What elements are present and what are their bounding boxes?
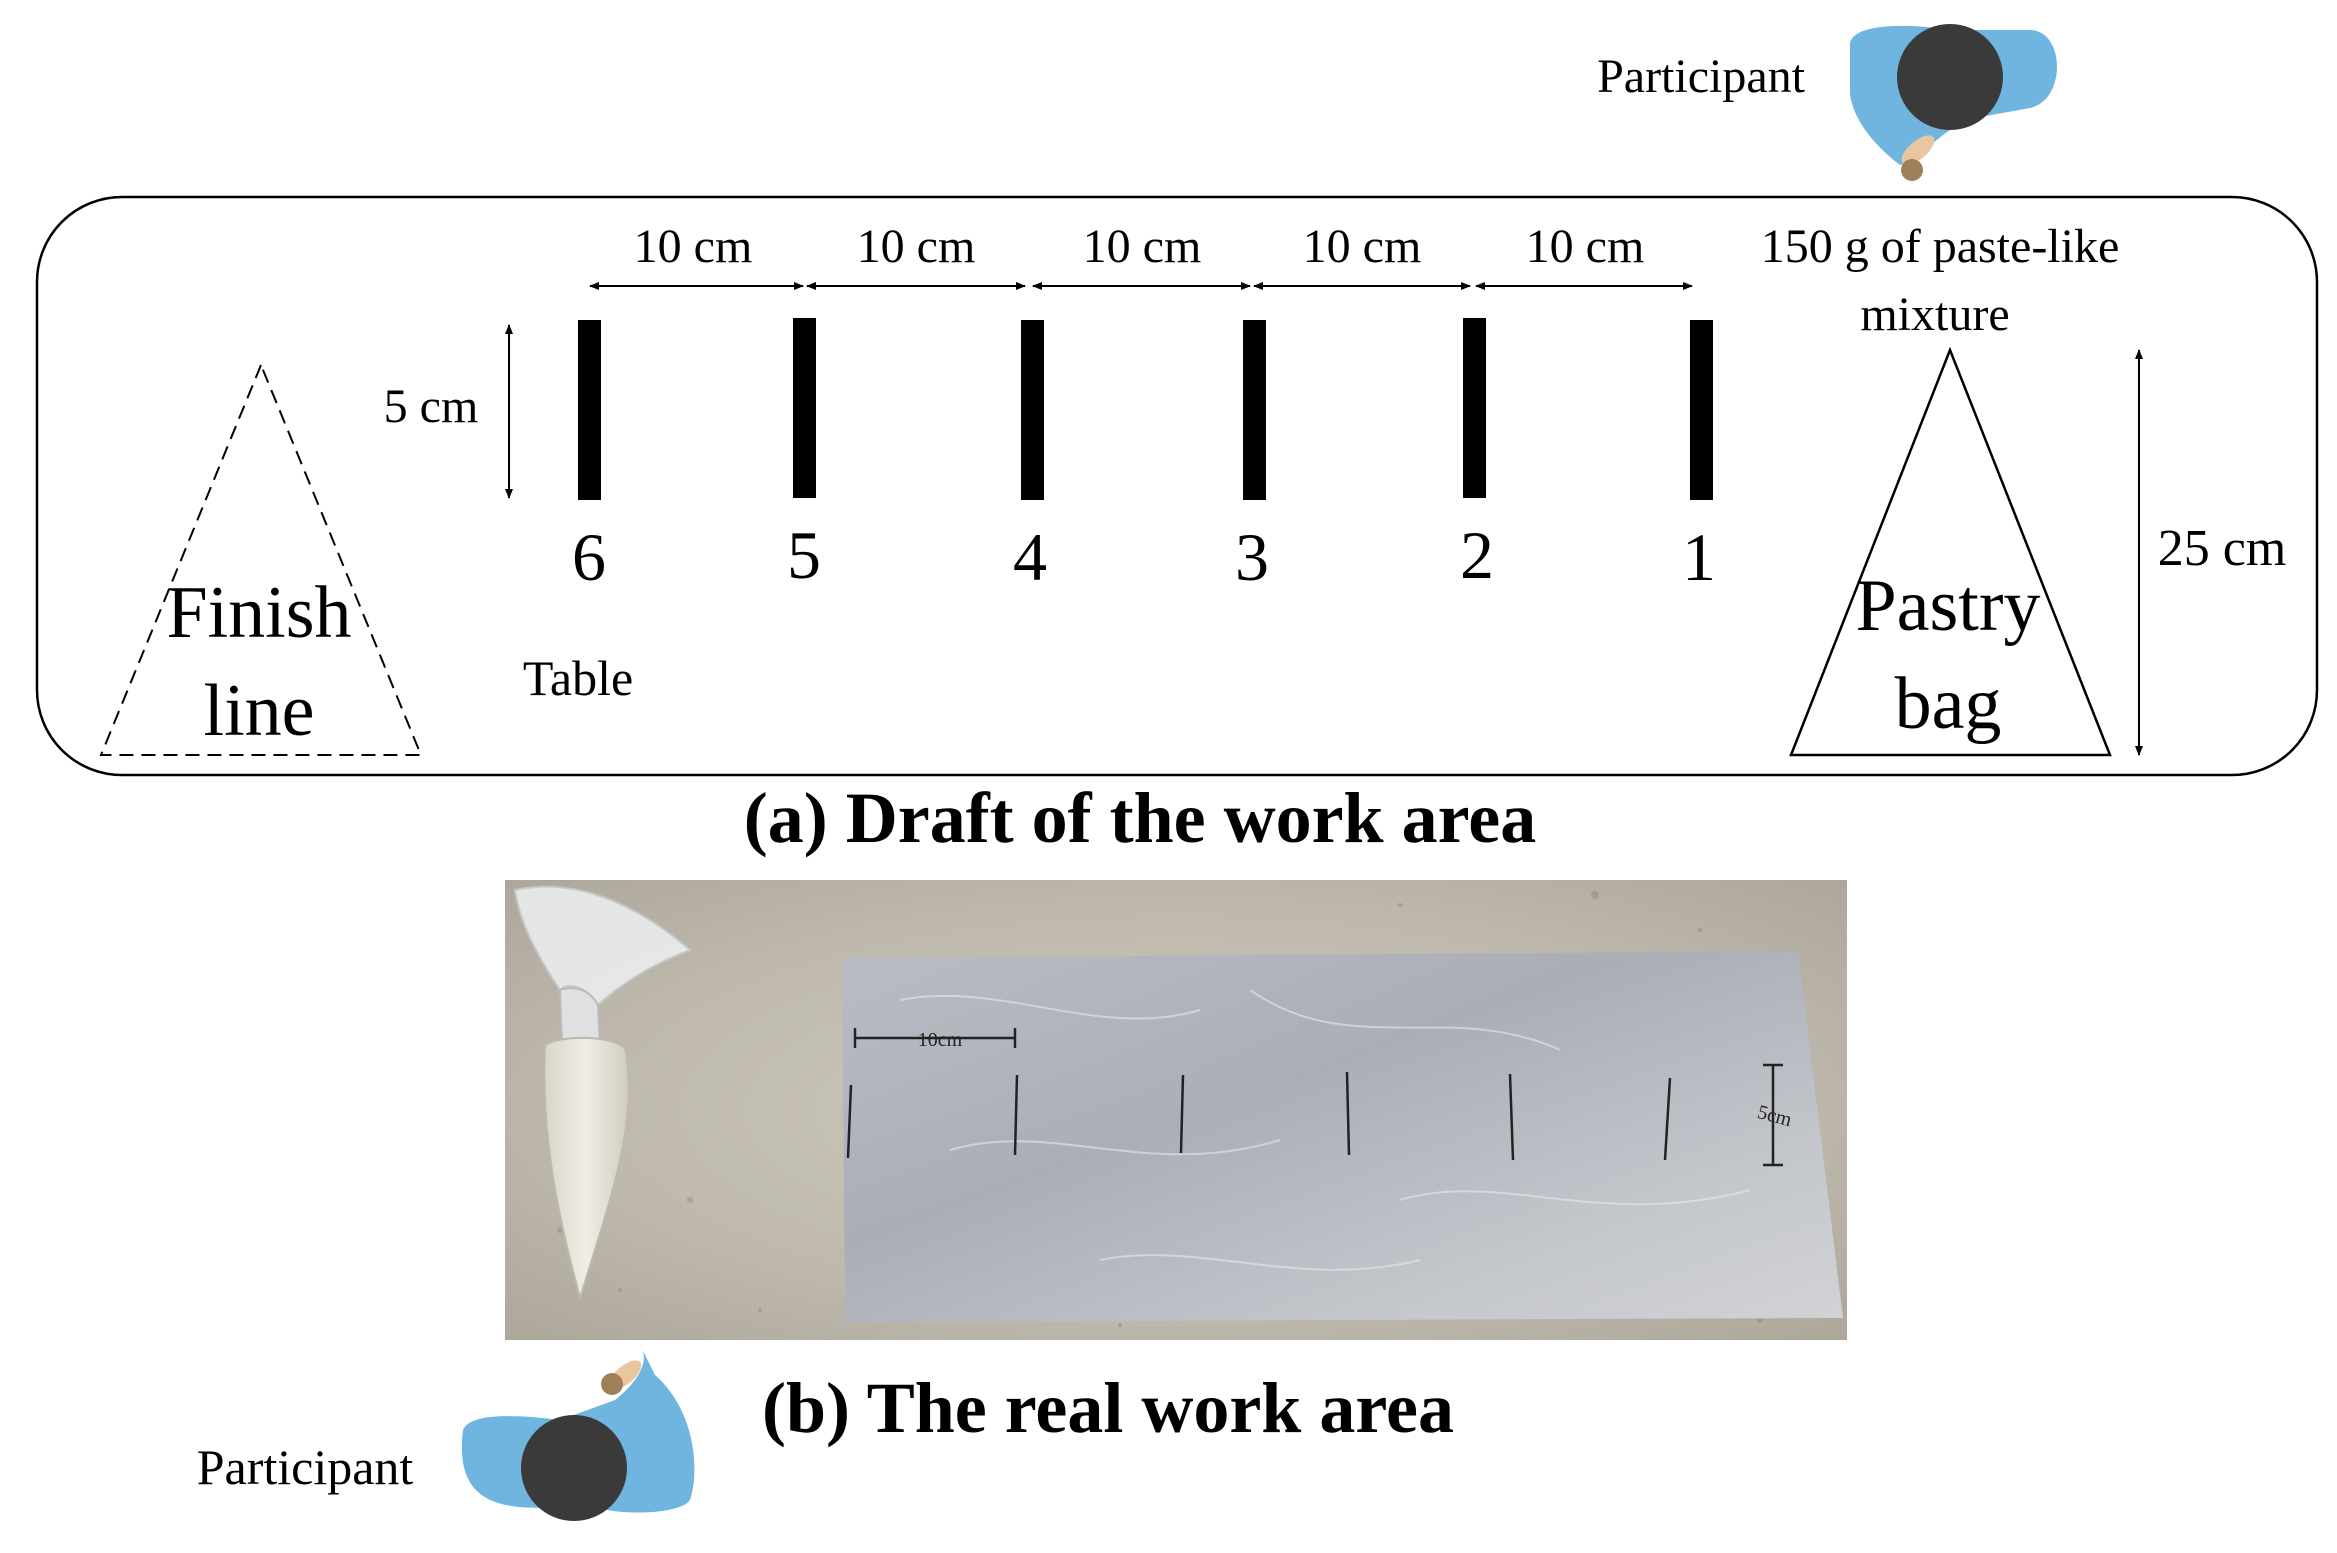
mark-number-4: 4: [1013, 519, 1047, 595]
mark-1: [1690, 320, 1713, 500]
mark-number-6: 6: [572, 519, 606, 595]
table-label: Table: [523, 650, 633, 706]
sheet-wrinkles: [899, 989, 1751, 1271]
real-work-area-photo: 10cm 5cm: [505, 880, 1847, 1340]
spacing-label-1: 10 cm: [634, 220, 753, 273]
finish-line: Finish line: [99, 362, 423, 756]
photo-pastry-bag: [513, 885, 692, 1302]
mark-5: [793, 318, 816, 498]
participant-bottom-label: Participant: [197, 1439, 414, 1495]
mark-2: [1463, 318, 1486, 498]
finish-line-label-2: line: [204, 670, 315, 752]
photo-spacing-annotation: 10cm: [918, 1029, 963, 1051]
mark-number-1: 1: [1682, 519, 1716, 595]
finish-line-triangle: [99, 362, 423, 756]
mark-3: [1243, 320, 1266, 500]
participant-bottom: Participant: [197, 1345, 695, 1521]
participant-top-hand: [1901, 159, 1923, 181]
pastry-bag-triangle: [1789, 346, 2112, 757]
participant-top-arm: [1901, 135, 1935, 165]
pastry-bag-length-label: 25 cm: [2158, 520, 2287, 577]
plastic-sheet: [842, 951, 1843, 1322]
spacing-label-3: 10 cm: [1083, 220, 1202, 273]
table-outline: [35, 195, 2319, 777]
participant-bottom-head: [521, 1415, 627, 1521]
finish-line-label-1: Finish: [166, 572, 351, 654]
mark-number-5: 5: [787, 517, 821, 593]
mixture-label-1: 150 g of paste-like: [1761, 220, 2120, 273]
pastry-bag: 150 g of paste-like mixture Pastry bag 2…: [1761, 220, 2287, 757]
mark-number-2: 2: [1460, 517, 1494, 593]
mark-height-label: 5 cm: [384, 380, 479, 433]
participant-top-head: [1897, 24, 2003, 130]
participant-bottom-hand: [601, 1373, 623, 1395]
mixture-label-2: mixture: [1860, 288, 2009, 341]
photo-bag-cone: [543, 1036, 630, 1302]
participant-top-figure: [1850, 24, 2058, 181]
mark-numbers: 6 5 4 3 2 1: [572, 517, 1716, 595]
sheet-marks: [846, 1028, 1783, 1167]
pastry-bag-label-2: bag: [1895, 663, 2002, 745]
spacing-label-2: 10 cm: [857, 220, 976, 273]
spacing-label-5: 10 cm: [1526, 220, 1645, 273]
draft-diagram: 10 cm 10 cm 10 cm 10 cm 10 cm 5 cm 6 5 4…: [35, 195, 2319, 777]
mark-number-3: 3: [1235, 519, 1269, 595]
participant-top: Participant: [1597, 24, 2058, 181]
marks: [578, 318, 1713, 500]
participant-bottom-figure: [461, 1345, 695, 1521]
caption-real: (b) The real work area: [762, 1368, 1454, 1448]
spacing-labels: 10 cm 10 cm 10 cm 10 cm 10 cm: [634, 220, 1645, 273]
mark-4: [1021, 320, 1044, 500]
participant-top-label: Participant: [1597, 50, 1806, 103]
pastry-bag-label-1: Pastry: [1856, 565, 2041, 647]
mark-6: [578, 320, 601, 500]
spacing-label-4: 10 cm: [1303, 220, 1422, 273]
caption-draft: (a) Draft of the work area: [744, 778, 1536, 858]
photo-bag-top: [513, 885, 692, 1007]
